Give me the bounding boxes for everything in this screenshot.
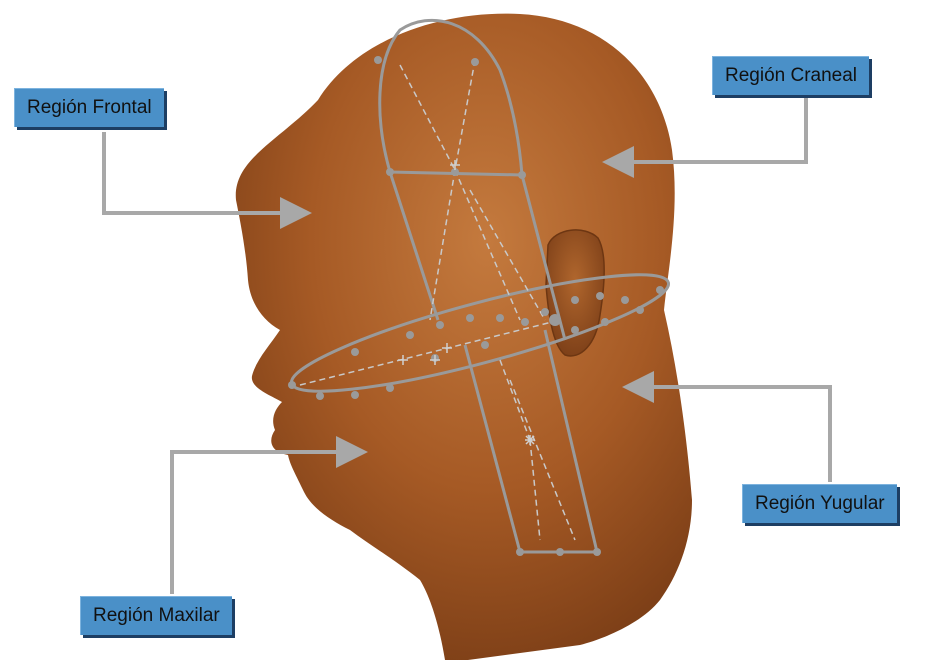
head-silhouette	[236, 14, 692, 660]
region-yugular-label: Región Yugular	[742, 484, 897, 523]
region-frontal-label: Región Frontal	[14, 88, 164, 127]
region-craneal-label: Región Craneal	[712, 56, 869, 95]
region-maxilar-label: Región Maxilar	[80, 596, 232, 635]
